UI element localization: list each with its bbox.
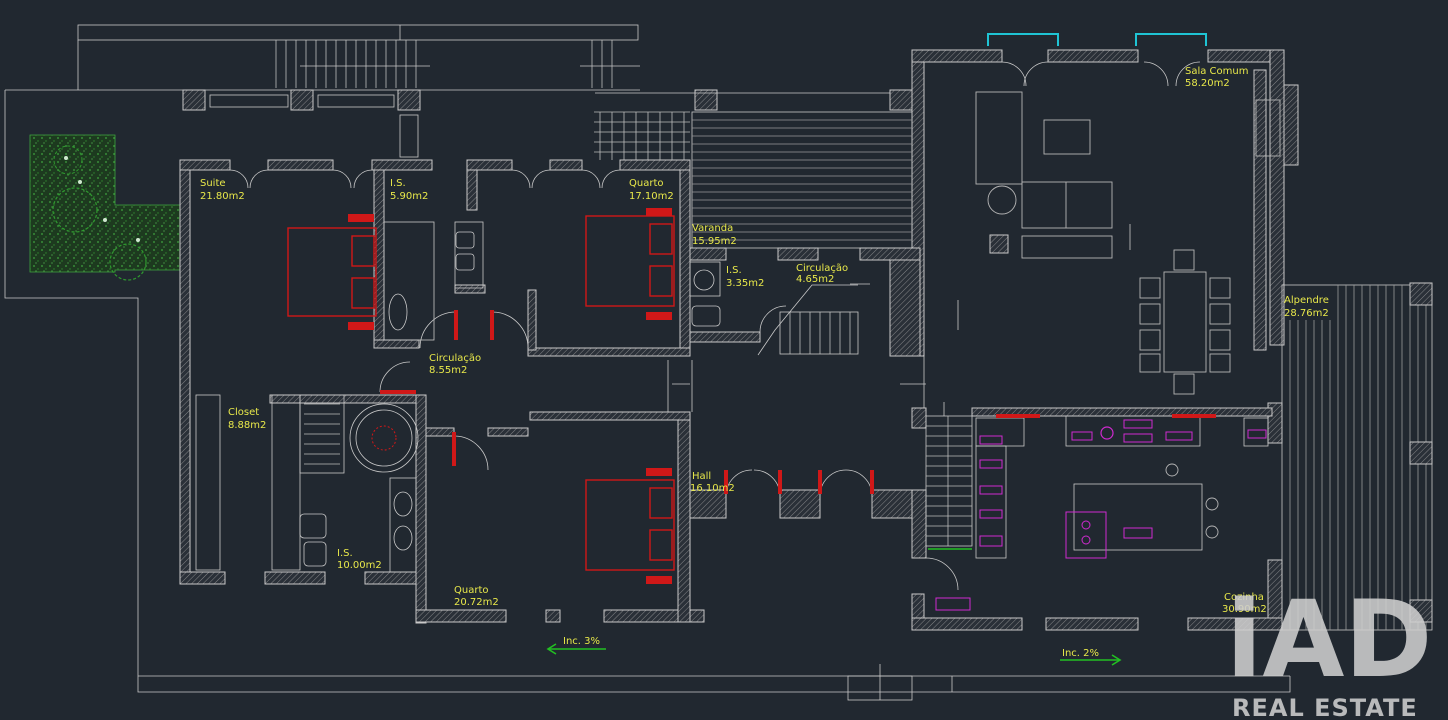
brand-watermark: iAD REAL ESTATE — [1226, 578, 1432, 720]
room-area-is-2: 3.35m2 — [726, 278, 764, 289]
room-name-quarto-1: Quarto — [629, 178, 664, 189]
room-area-circulacao-2: 8.55m2 — [429, 365, 467, 376]
room-area-is-1: 5.90m2 — [390, 191, 428, 202]
room-area-quarto-2: 20.72m2 — [454, 597, 499, 608]
site-outline — [4, 89, 1291, 701]
annotations — [672, 224, 1131, 416]
kitchen-fixtures — [935, 414, 1269, 611]
room-name-sala: Sala Comum — [1185, 66, 1248, 77]
room-name-circulacao-1: Circulação — [796, 263, 848, 274]
room-name-varanda: Varanda — [692, 223, 733, 234]
alpendre-deck — [1281, 282, 1433, 631]
room-area-sala: 58.20m2 — [1185, 78, 1230, 89]
bed-suite — [287, 214, 377, 330]
living-furniture — [975, 91, 1281, 395]
room-name-circulacao-2: Circulação — [429, 353, 481, 364]
room-labels: Suite 21.80m2 I.S. 5.90m2 Quarto 17.10m2… — [200, 66, 1329, 659]
slope-arrow-left — [546, 643, 606, 655]
room-name-quarto-2: Quarto — [454, 585, 489, 596]
room-area-closet: 8.88m2 — [228, 420, 266, 431]
room-name-is-2: I.S. — [726, 265, 742, 276]
room-area-is-3: 10.00m2 — [337, 560, 382, 571]
room-area-cozinha: 30.90m2 — [1222, 604, 1267, 615]
bed-quarto-1 — [585, 208, 675, 320]
kitchen-stairs — [925, 415, 973, 550]
varanda-deck — [594, 111, 913, 249]
room-area-hall: 16.10m2 — [690, 483, 735, 494]
slope-label-right: Inc. 2% — [1062, 648, 1099, 659]
left-wing-walls — [179, 159, 923, 624]
right-wing-walls — [667, 49, 1299, 631]
room-name-hall: Hall — [692, 471, 711, 482]
room-name-alpendre: Alpendre — [1284, 295, 1329, 306]
room-name-is-3: I.S. — [337, 548, 353, 559]
brand-tagline: REAL ESTATE — [1232, 694, 1418, 720]
slope-label-left: Inc. 3% — [563, 636, 600, 647]
room-area-varanda: 15.95m2 — [692, 236, 737, 247]
central-stairs — [757, 284, 859, 356]
top-terrace — [77, 24, 913, 158]
room-name-suite: Suite — [200, 178, 226, 189]
room-name-is-1: I.S. — [390, 178, 406, 189]
brand-logo: iAD — [1226, 578, 1432, 701]
garden — [29, 134, 181, 281]
living-windows — [987, 33, 1207, 87]
room-area-circulacao-1: 4.65m2 — [796, 274, 834, 285]
room-name-closet: Closet — [228, 407, 259, 418]
room-area-alpendre: 28.76m2 — [1284, 308, 1329, 319]
bed-quarto-2 — [585, 468, 675, 584]
doors — [229, 169, 959, 591]
room-area-quarto-1: 17.10m2 — [629, 191, 674, 202]
bathroom-fixtures — [195, 221, 721, 573]
room-area-suite: 21.80m2 — [200, 191, 245, 202]
room-name-cozinha: Cozinha — [1224, 592, 1264, 603]
slope-arrow-right — [1060, 654, 1122, 666]
